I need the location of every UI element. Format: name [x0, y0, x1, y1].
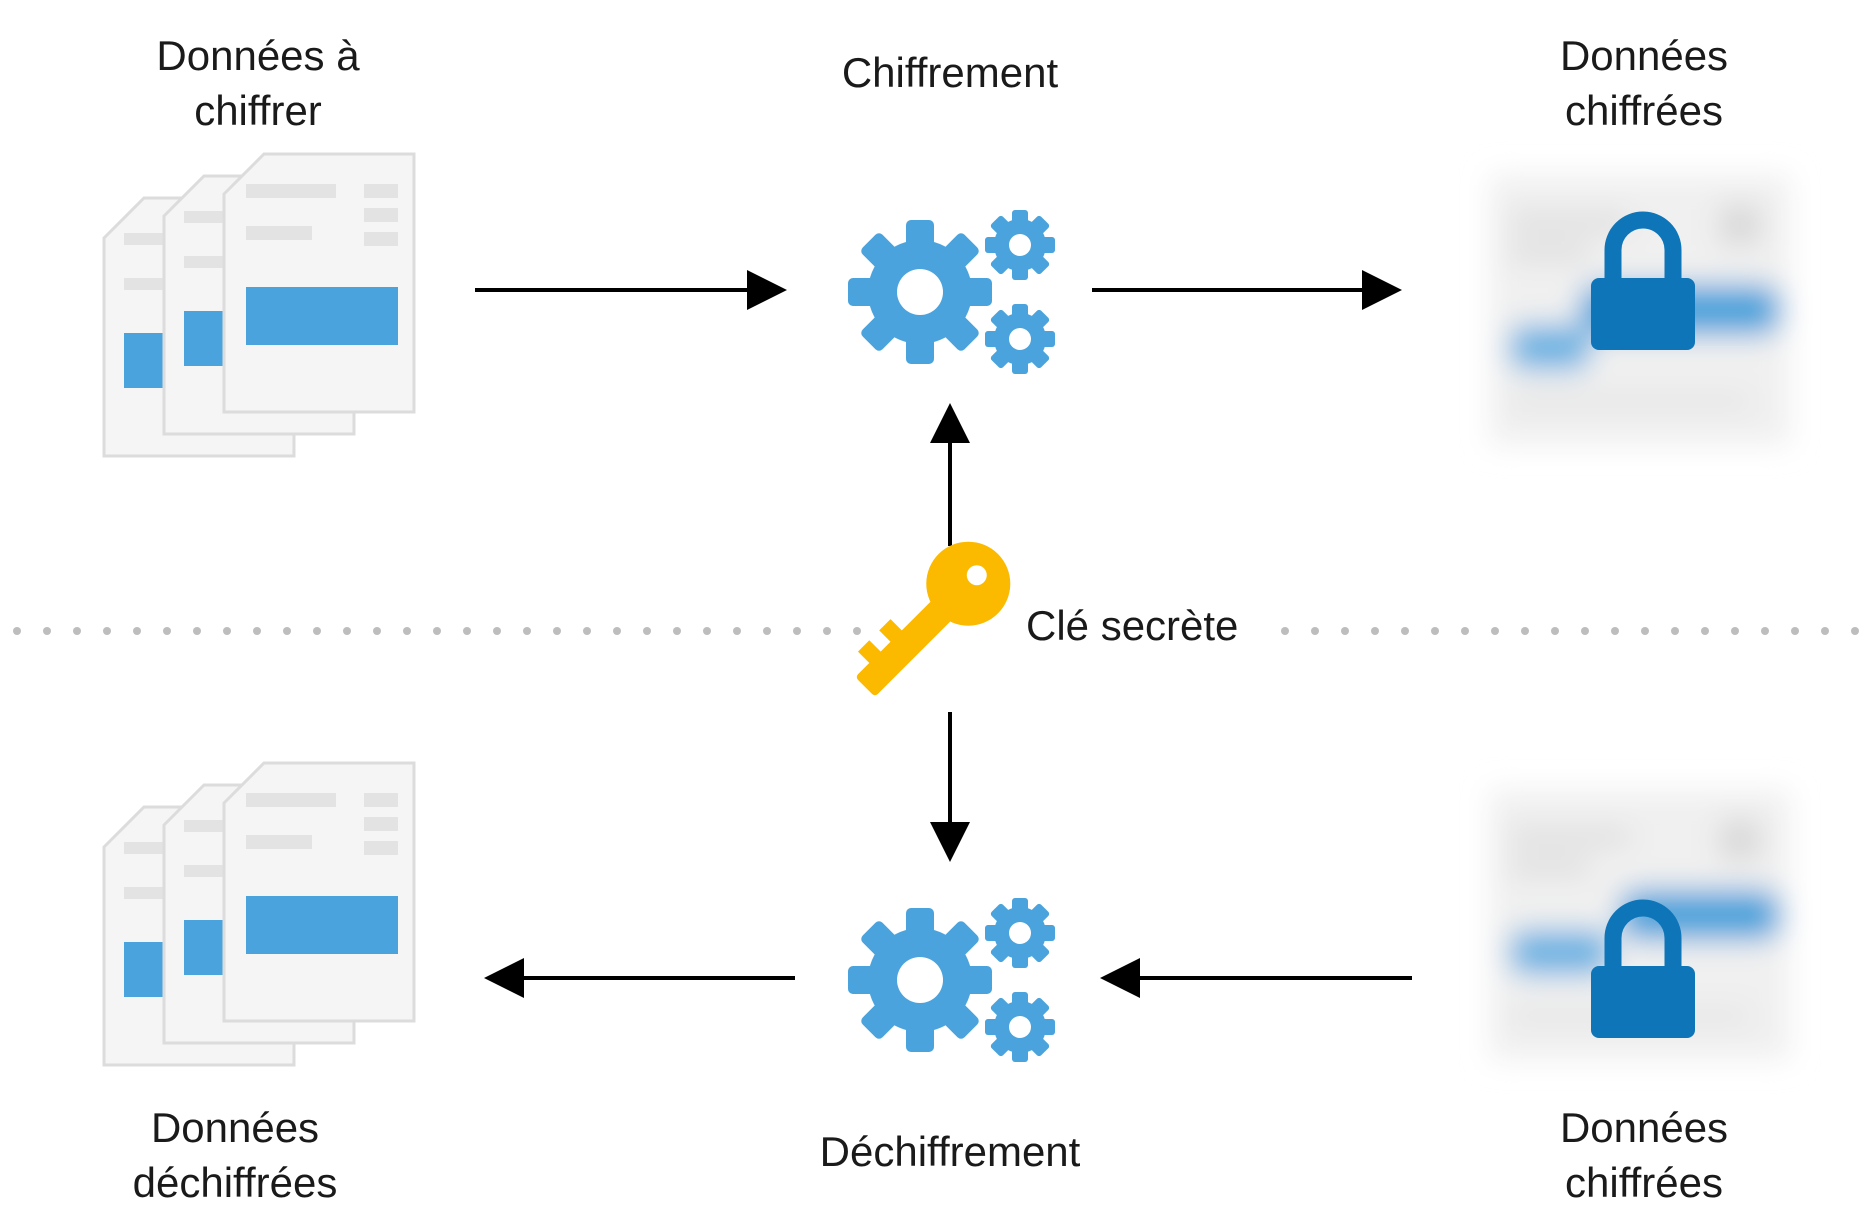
divider-dot: [613, 627, 621, 635]
key-icon: [856, 541, 1011, 696]
divider-dot: [793, 627, 801, 635]
divider-dot: [583, 627, 591, 635]
divider-dot: [823, 627, 831, 635]
divider-dot: [1371, 627, 1379, 635]
divider-dot: [1521, 627, 1529, 635]
divider-dot: [283, 627, 291, 635]
divider-dot: [1701, 627, 1709, 635]
divider-dot: [1731, 627, 1739, 635]
divider-dot: [1641, 627, 1649, 635]
divider-dot: [1431, 627, 1439, 635]
divider-dot: [133, 627, 141, 635]
divider-dot: [433, 627, 441, 635]
divider-dot: [463, 627, 471, 635]
divider-dot: [1551, 627, 1559, 635]
label-encryption: Chiffrement: [841, 49, 1059, 96]
arrows: [475, 270, 1412, 998]
divider-dot: [1581, 627, 1589, 635]
label-decryption: Déchiffrement: [819, 1128, 1081, 1175]
divider-dot: [1401, 627, 1409, 635]
divider-dot: [1851, 627, 1859, 635]
divider-dot: [343, 627, 351, 635]
divider-dot: [1341, 627, 1349, 635]
divider-dot: [523, 627, 531, 635]
divider-dot: [553, 627, 561, 635]
label-secret-key: Clé secrète: [1022, 598, 1266, 653]
divider-dot: [253, 627, 261, 635]
divider-dot: [223, 627, 231, 635]
divider-dot: [1491, 627, 1499, 635]
divider-dot: [13, 627, 21, 635]
divider-dot: [1281, 627, 1289, 635]
divider-dot: [193, 627, 201, 635]
label-decrypted-data: Données déchiffrées: [132, 1104, 338, 1206]
divider-dot: [1671, 627, 1679, 635]
divider-dot: [1461, 627, 1469, 635]
gears-icon: [818, 878, 1069, 1082]
label-encrypted-data-bottom: Données chiffrées: [1559, 1104, 1729, 1206]
divider-dot: [103, 627, 111, 635]
divider-dot: [403, 627, 411, 635]
divider-dot: [1761, 627, 1769, 635]
divider-dot: [643, 627, 651, 635]
documents-icon: [102, 761, 416, 1067]
divider-dot: [763, 627, 771, 635]
divider-dot: [493, 627, 501, 635]
divider-dot: [853, 627, 861, 635]
divider-dot: [703, 627, 711, 635]
label-data-to-encrypt: Données à chiffrer: [156, 32, 360, 134]
divider-dot: [1791, 627, 1799, 635]
label-encrypted-data-top: Données chiffrées: [1559, 32, 1729, 134]
divider-dot: [1821, 627, 1829, 635]
divider-dot: [1311, 627, 1319, 635]
divider-dot: [733, 627, 741, 635]
divider-dot: [313, 627, 321, 635]
gears-icon: [818, 190, 1069, 394]
divider-dot: [73, 627, 81, 635]
documents-icon: [102, 152, 416, 458]
divider-dot: [673, 627, 681, 635]
divider-dot: [373, 627, 381, 635]
divider-dot: [43, 627, 51, 635]
divider-dots: [13, 627, 1859, 635]
divider-dot: [163, 627, 171, 635]
divider-dot: [1611, 627, 1619, 635]
